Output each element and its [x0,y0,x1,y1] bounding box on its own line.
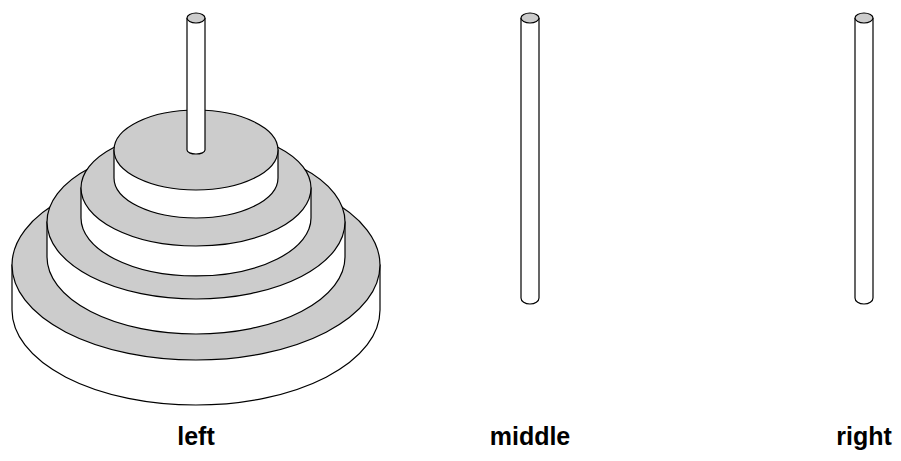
peg [187,13,205,154]
peg-label: middle [490,424,571,449]
peg [521,13,539,304]
peg-label: right [836,424,892,449]
peg [855,13,873,304]
peg-label: left [177,424,215,449]
